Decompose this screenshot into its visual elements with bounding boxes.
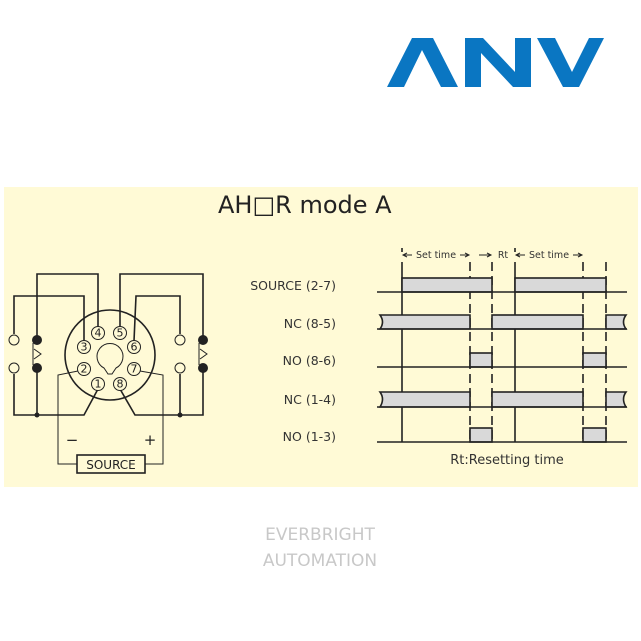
source-label: SOURCE (86, 458, 136, 472)
relay-coil-terminal-icon (32, 363, 42, 373)
svg-text:5: 5 (117, 327, 124, 340)
svg-text:7: 7 (131, 363, 138, 376)
svg-text:4: 4 (95, 327, 102, 340)
socket-outline (64, 309, 156, 401)
waveform-no-8-6 (377, 352, 627, 368)
pin-5: 5 (113, 326, 127, 340)
header-rt: Rt (498, 250, 509, 261)
pin-6: 6 (127, 340, 141, 354)
watermark: EVERBRIGHT AUTOMATION (263, 525, 377, 571)
pin-2: 2 (77, 362, 91, 376)
row-label-nc-1-4: NC (1-4) (284, 392, 336, 407)
header-set-time-2: Set time (529, 250, 569, 261)
open-contact-icon (8, 362, 20, 374)
pin-4: 4 (91, 326, 105, 340)
open-contact-icon (8, 334, 20, 346)
minus-sign: − (66, 431, 79, 449)
diagram-panel (4, 187, 638, 487)
panel-title: AH□R mode A (218, 191, 392, 219)
wiring-diagram: SOURCE − + 1 2 3 4 5 6 7 8 (8, 273, 208, 474)
footnote: Rt:Resetting time (450, 453, 564, 468)
waveform-nc-8-5 (377, 314, 628, 330)
pin-1: 1 (91, 377, 105, 391)
source-box (76, 454, 146, 474)
open-contact-icon (174, 334, 186, 346)
header-set-time-1: Set time (416, 250, 456, 261)
watermark-line-1: EVERBRIGHT (265, 525, 375, 545)
timing-chart: Set time Rt Set time SOURCE (2-7) NC (8-… (250, 248, 628, 468)
row-label-no-8-6: NO (8-6) (283, 353, 336, 368)
anv-logo (387, 38, 604, 87)
open-contact-icon (174, 362, 186, 374)
socket-key (96, 342, 124, 375)
svg-text:6: 6 (131, 341, 138, 354)
junction-dot (177, 412, 183, 418)
waveform-nc-1-4 (377, 391, 628, 408)
pin-7: 7 (127, 362, 141, 376)
row-label-no-1-3: NO (1-3) (283, 429, 336, 444)
svg-text:2: 2 (81, 363, 88, 376)
junction-dot (34, 412, 40, 418)
svg-text:3: 3 (81, 341, 88, 354)
plus-sign: + (144, 431, 157, 449)
row-label-source: SOURCE (2-7) (250, 278, 336, 293)
relay-coil-terminal-icon (32, 335, 42, 345)
pin-8: 8 (113, 377, 127, 391)
waveform-no-1-3 (377, 427, 627, 443)
pin-3: 3 (77, 340, 91, 354)
relay-coil-terminal-icon (198, 363, 208, 373)
watermark-line-2: AUTOMATION (263, 551, 377, 571)
svg-text:1: 1 (95, 378, 102, 391)
relay-coil-terminal-icon (198, 335, 208, 345)
waveform-source (377, 277, 627, 293)
row-label-nc-8-5: NC (8-5) (284, 316, 336, 331)
svg-text:8: 8 (117, 378, 124, 391)
